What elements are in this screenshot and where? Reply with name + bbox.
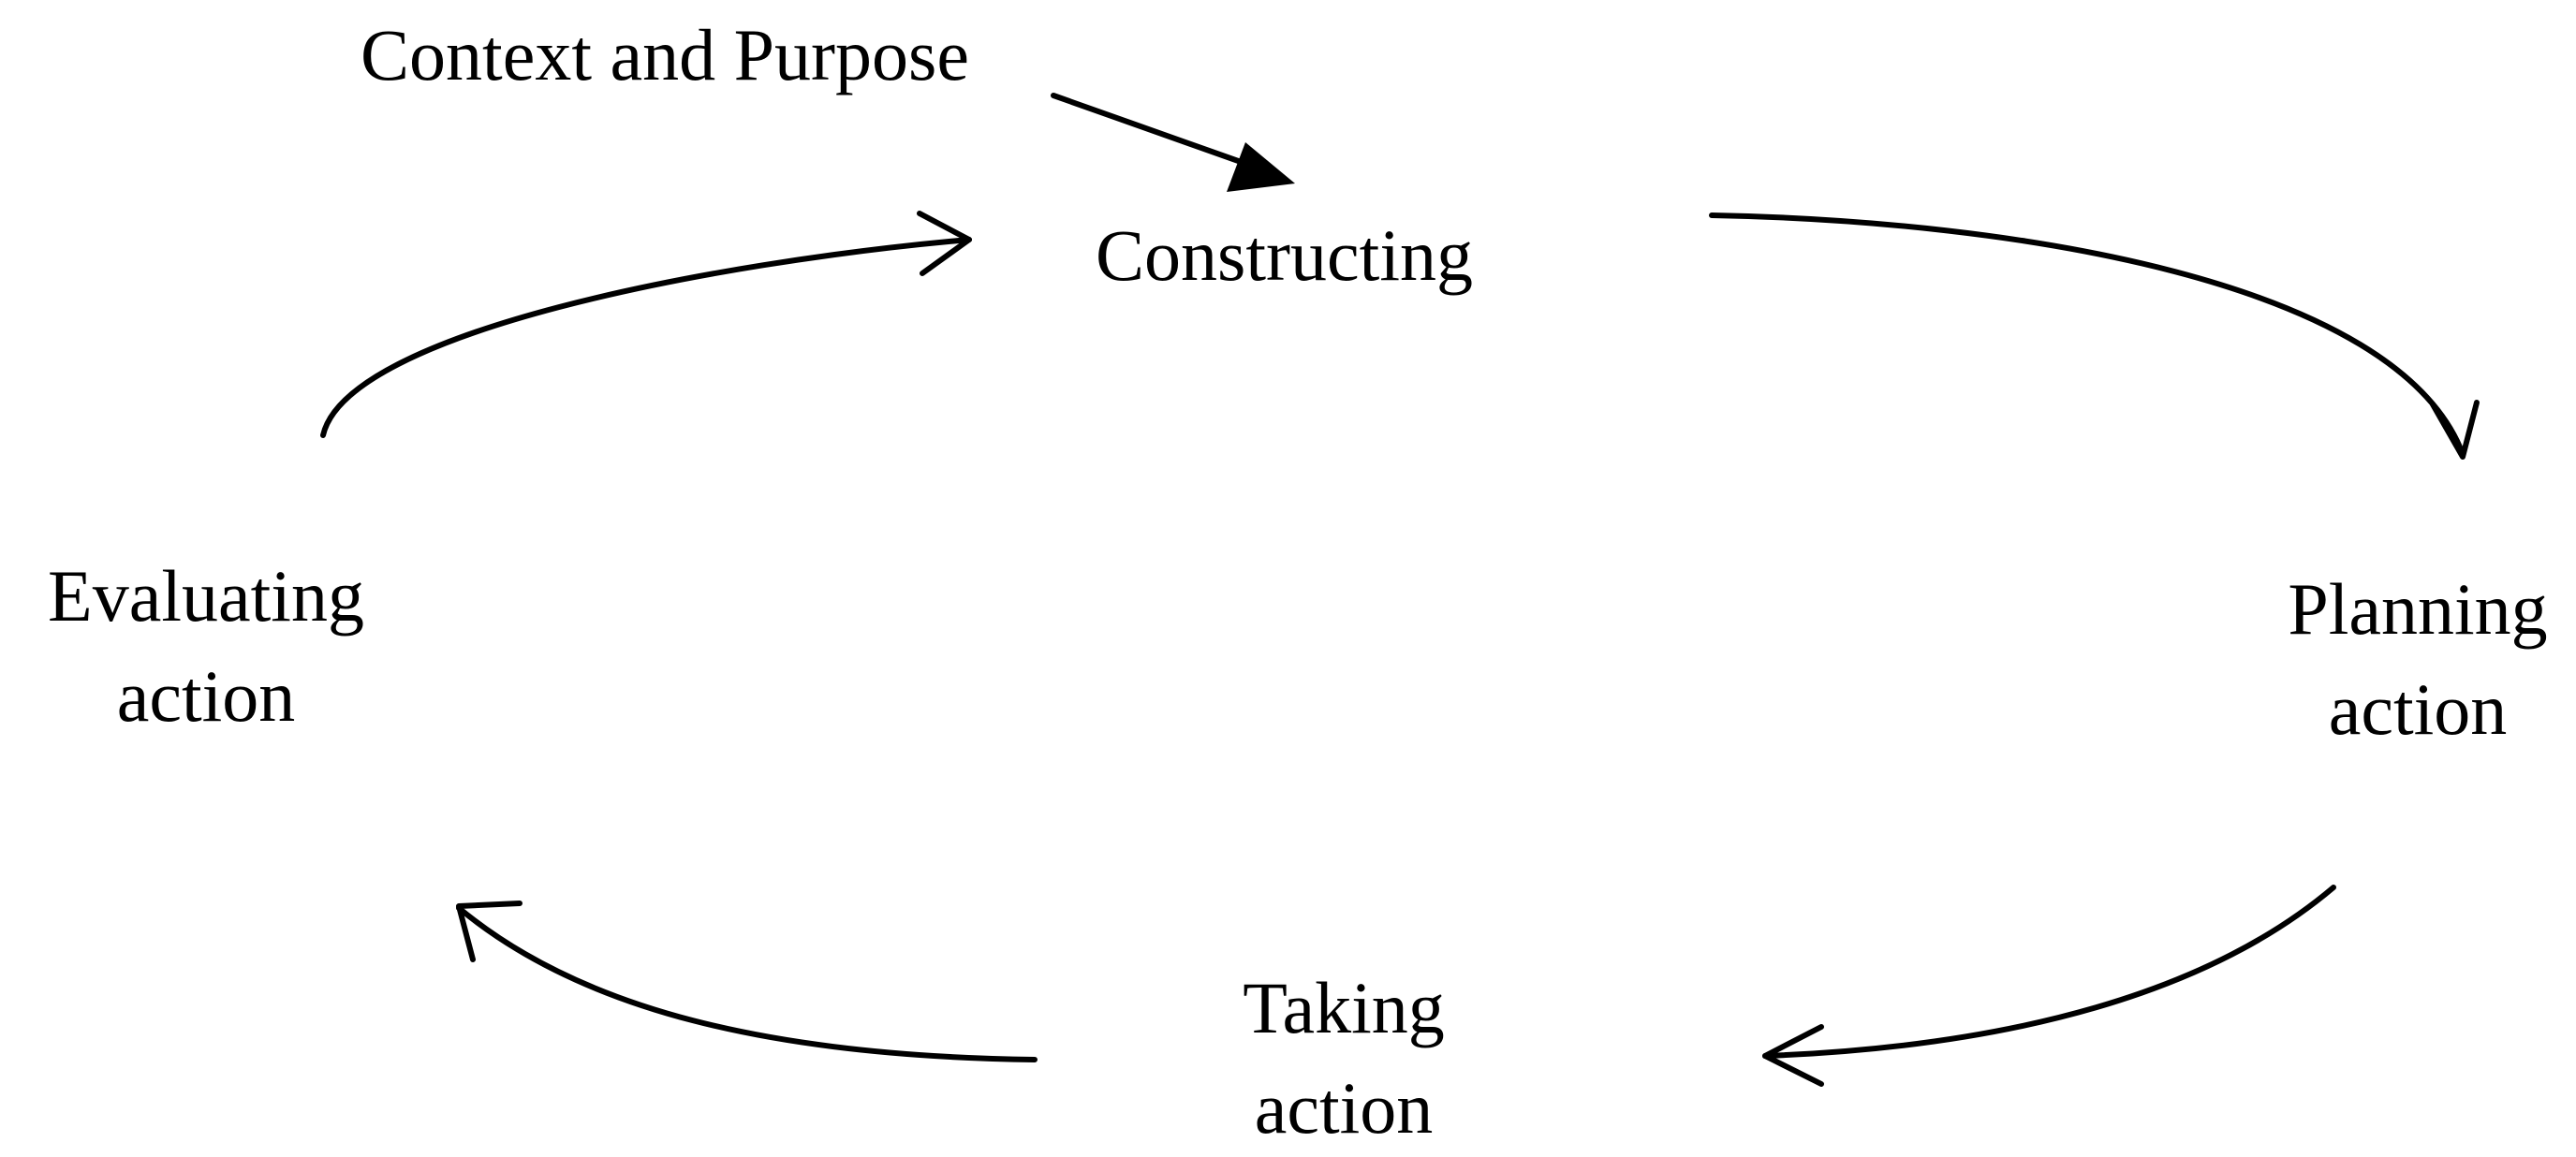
context-and-purpose-label: Context and Purpose — [361, 19, 969, 92]
planning-action-label: Planning action — [2259, 573, 2576, 746]
arrow-constructing-to-planning — [1709, 212, 2480, 460]
context-and-purpose-text: Context and Purpose — [361, 14, 969, 95]
evaluating-action-line2: action — [116, 655, 296, 737]
evaluating-action-line1: Evaluating — [48, 555, 364, 637]
constructing-text: Constructing — [1096, 214, 1473, 296]
planning-action-line1: Planning — [2288, 568, 2548, 650]
taking-action-line2: action — [1254, 1067, 1434, 1149]
arrow-evaluating-to-constructing — [320, 211, 972, 438]
arrow-planning-to-taking — [1762, 885, 2336, 1087]
arrow-context-to-constructing — [1051, 93, 1295, 192]
planning-action-line2: action — [2328, 668, 2508, 750]
constructing-label: Constructing — [1096, 219, 1473, 292]
evaluating-action-label: Evaluating action — [9, 560, 403, 733]
taking-action-line1: Taking — [1243, 967, 1445, 1048]
arrow-taking-to-evaluating — [456, 901, 1038, 1062]
taking-action-label: Taking action — [1175, 972, 1512, 1145]
